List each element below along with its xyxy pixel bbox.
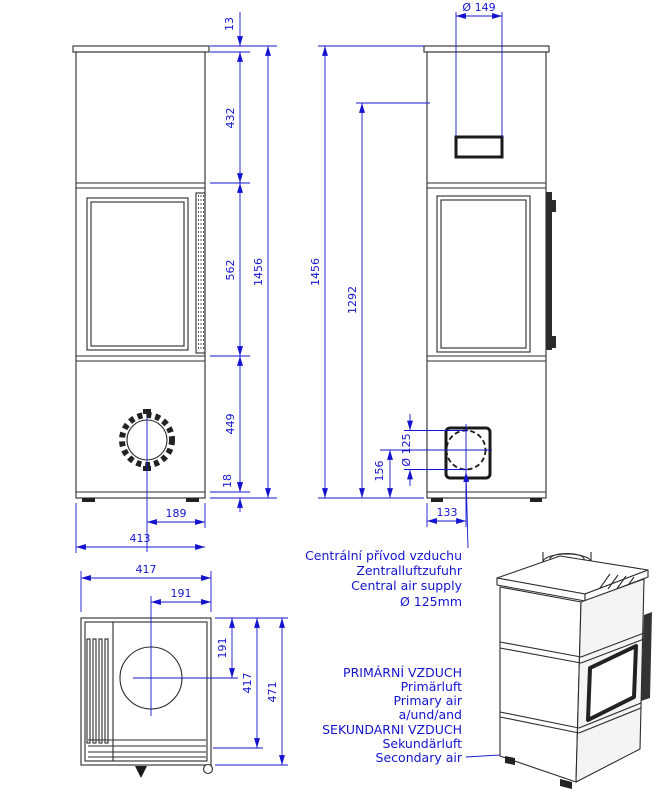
front-top-plate [72, 45, 210, 53]
secondary-air-label-en: Secondary air [376, 750, 463, 765]
dim-label-471-right: 471 [266, 682, 279, 703]
dim-label-191-right: 191 [216, 638, 229, 659]
plan-view [80, 617, 214, 778]
dim-label-417-top: 417 [136, 563, 157, 576]
isometric-view [496, 552, 652, 789]
dim-label-562: 562 [224, 260, 237, 281]
dim-label-449: 449 [224, 414, 237, 435]
front-foot-left [82, 498, 95, 502]
side-foot-left [431, 498, 443, 502]
iso-front-face [499, 586, 582, 783]
central-air-label-en: Central air supply [351, 578, 463, 593]
air-label-conjunction: a/und/and [399, 707, 462, 722]
central-air-diameter: Ø 125mm [400, 594, 462, 609]
side-door-edge [546, 192, 552, 350]
dim-label-149: Ø 149 [462, 1, 495, 14]
side-top-plate [423, 45, 550, 53]
plan-vent-slot [92, 638, 97, 744]
top-flue-collar [454, 135, 504, 159]
side-view [423, 45, 556, 502]
dim-label-432: 432 [224, 108, 237, 129]
front-view [72, 45, 210, 502]
side-window [436, 195, 531, 353]
primary-air-label-cs: PRIMÁRNÍ VZDUCH [343, 665, 462, 680]
plan-front-marker [135, 766, 147, 778]
dim-label-413: 413 [130, 532, 151, 545]
dim-label-417-right: 417 [241, 673, 254, 694]
side-view-dimensions: Ø 149 1456 1292 Ø 125 156 133 [309, 1, 503, 527]
iso-foot [505, 756, 515, 765]
dim-label-156: 156 [373, 461, 386, 482]
dim-label-189: 189 [166, 507, 187, 520]
primary-air-label-de: Primärluft [401, 679, 462, 694]
secondary-air-port [202, 763, 214, 775]
front-foot-right [186, 498, 199, 502]
dim-label-13: 13 [223, 17, 236, 31]
side-foot-right [530, 498, 542, 502]
iso-door-handle [641, 612, 652, 701]
iso-glass-door [586, 644, 638, 722]
front-vent-strip [195, 192, 206, 354]
central-air-label-cs: Centrální přívod vzduchu [305, 548, 462, 563]
dim-label-125: Ø 125 [400, 433, 413, 466]
front-view-dimensions: 13 432 562 1456 449 18 189 413 [75, 12, 277, 553]
central-air-annotation: Centrální přívod vzduchu Zentralluftzufu… [305, 471, 470, 609]
central-air-label-de: Zentralluftzufuhr [356, 563, 463, 578]
dim-label-1456-side: 1456 [309, 258, 322, 286]
plan-vent-slot [98, 638, 103, 744]
iso-foot [560, 779, 572, 789]
primary-air-label-en: Primary air [393, 693, 462, 708]
secondary-air-label-cs: SEKUNDARNI VZDUCH [322, 722, 462, 737]
front-door-window [86, 197, 189, 351]
plan-vent-slot [104, 638, 109, 744]
dim-label-133: 133 [437, 506, 458, 519]
secondary-air-label-de: Sekundärluft [382, 736, 462, 751]
dim-label-1292: 1292 [346, 286, 359, 314]
dim-label-18: 18 [221, 474, 234, 488]
plan-view-dimensions: 417 191 191 417 471 [80, 563, 288, 766]
plan-vent-slot [86, 638, 91, 744]
dim-label-1456-front: 1456 [252, 258, 265, 286]
dim-label-191-top: 191 [171, 587, 192, 600]
